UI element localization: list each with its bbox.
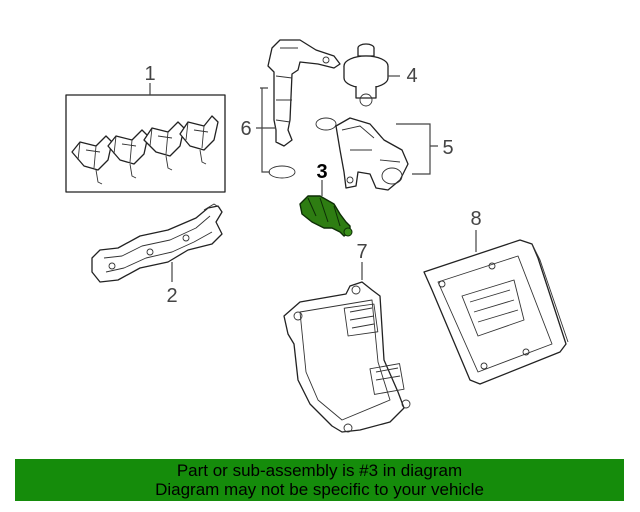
part-8-module-cover[interactable]	[423, 230, 569, 385]
callout-5: 5	[442, 137, 453, 159]
banner-line-2: Diagram may not be specific to your vehi…	[155, 480, 484, 499]
coil-1	[71, 135, 113, 185]
part-6-oring	[268, 165, 296, 179]
info-banner: Part or sub-assembly is #3 in diagram Di…	[15, 459, 624, 501]
callout-6: 6	[240, 118, 251, 140]
callout-7: 7	[356, 241, 367, 263]
callout-3: 3	[316, 161, 327, 183]
part-4-sensor[interactable]	[343, 43, 400, 107]
part-3-sensor-highlighted[interactable]	[299, 180, 353, 237]
part-5-sensor[interactable]	[315, 117, 438, 191]
coil-4	[179, 115, 219, 165]
coil-3	[143, 121, 185, 171]
part-5-oring	[315, 117, 337, 131]
parts-diagram: 1 2 6 4 5	[65, 39, 569, 433]
callout-4: 4	[406, 65, 417, 87]
part-1-group-box	[65, 94, 226, 193]
part-6-sensor[interactable]	[256, 39, 341, 179]
callout-2: 2	[166, 285, 177, 307]
callout-8: 8	[470, 208, 481, 230]
part-2-coil-bracket[interactable]	[91, 203, 223, 283]
part-1-ignition-coils[interactable]	[65, 83, 226, 193]
part-7-module[interactable]	[283, 262, 411, 433]
banner-line-1: Part or sub-assembly is #3 in diagram	[176, 461, 463, 480]
coil-2	[107, 129, 149, 179]
callout-1: 1	[144, 63, 155, 85]
